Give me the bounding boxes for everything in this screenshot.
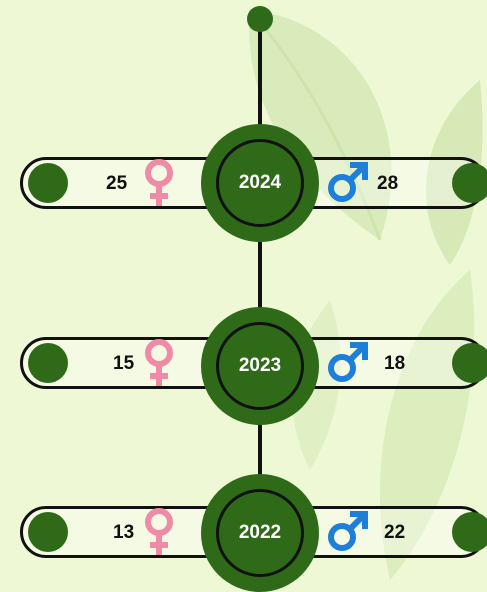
male-count: 22 (384, 522, 405, 544)
row-right-dot (452, 512, 487, 552)
female-symbol-icon (140, 507, 178, 557)
female-symbol-icon (140, 338, 178, 388)
male-symbol-icon (326, 509, 370, 553)
male-count: 18 (384, 353, 405, 375)
row-right-dot (452, 163, 487, 203)
timeline-start-dot (247, 6, 273, 32)
year-label: 2023 (216, 322, 304, 410)
female-count: 15 (113, 353, 134, 375)
row-left-dot (28, 343, 68, 383)
male-count: 28 (377, 173, 398, 195)
year-node: 2023 (201, 307, 319, 425)
male-symbol-icon (326, 160, 370, 204)
year-node: 2024 (201, 124, 319, 242)
female-symbol-icon (140, 158, 178, 208)
female-count: 25 (106, 173, 127, 195)
year-label: 2022 (216, 489, 304, 577)
year-label: 2024 (216, 139, 304, 227)
row-left-dot (28, 163, 68, 203)
male-symbol-icon (326, 340, 370, 384)
row-right-dot (452, 343, 487, 383)
year-node: 2022 (201, 474, 319, 592)
row-left-dot (28, 512, 68, 552)
female-count: 13 (113, 522, 134, 544)
